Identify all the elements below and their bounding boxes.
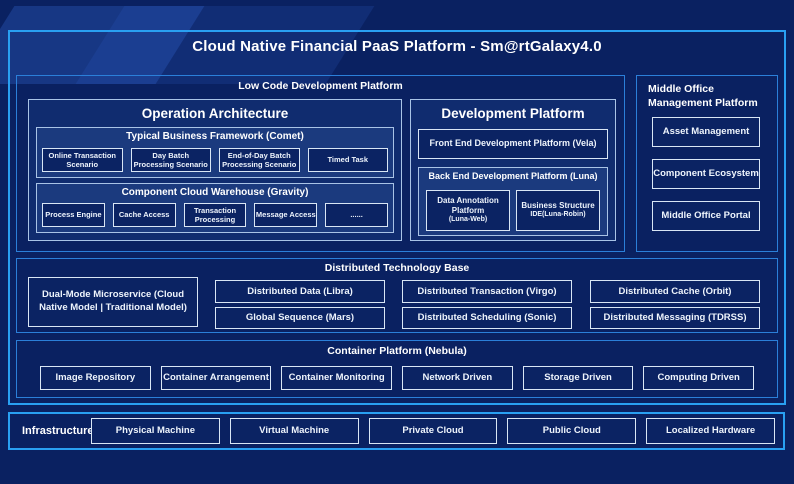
warehouse-item: Process Engine [42,203,105,227]
back-end-platform-title: Back End Development Platform (Luna) [428,171,598,181]
front-end-platform-box: Front End Development Platform (Vela) [418,129,608,159]
framework-item: Online Transaction Scenario [42,148,123,172]
distributed-item: Distributed Messaging (TDRSS) [590,307,760,329]
main-frame [8,30,786,405]
typical-business-framework-title: Typical Business Framework (Comet) [126,131,304,142]
development-platform-title: Development Platform [441,106,585,121]
infrastructure-label: Infrastructure [22,425,94,437]
infrastructure-box [8,412,785,450]
typical-business-framework-items: Online Transaction Scenario Day Batch Pr… [42,148,388,172]
infrastructure-item: Localized Hardware [646,418,775,444]
distributed-base-label: Distributed Technology Base [324,262,470,274]
distributed-item: Global Sequence (Mars) [215,307,385,329]
low-code-platform-label: Low Code Development Platform [238,80,403,92]
framework-item: End-of-Day Batch Processing Scenario [219,148,300,172]
container-platform-label: Container Platform (Nebula) [327,345,467,357]
container-item: Image Repository [40,366,151,390]
infrastructure-item: Private Cloud [368,418,498,444]
middle-office-label: Middle Office Management Platform [648,83,758,109]
container-item: Container Monitoring [281,366,393,390]
middle-office-box [636,75,778,252]
back-end-item-code: (Luna-Web) [448,216,488,224]
component-cloud-warehouse-title: Component Cloud Warehouse (Gravity) [121,187,309,198]
page-title: Cloud Native Financial PaaS Platform - S… [192,38,602,55]
distributed-base-box [16,258,778,333]
container-item: Network Driven [402,366,513,390]
framework-item: Timed Task [307,148,388,172]
middle-office-item: Asset Management [652,117,760,147]
operation-architecture-title: Operation Architecture [141,106,289,121]
distributed-item: Distributed Cache (Orbit) [590,280,760,303]
distributed-item: Distributed Data (Libra) [215,280,385,303]
container-item: Storage Driven [522,366,634,390]
warehouse-item: ...... [325,203,388,227]
container-platform-box [16,340,778,398]
back-end-item: Business Structure IDE(Luna-Robin) [516,190,600,231]
back-end-item-code: IDE(Luna-Robin) [530,211,586,219]
back-end-item: Data Annotation Platform (Luna-Web) [426,190,510,231]
low-code-platform-box [16,75,625,252]
component-cloud-warehouse-items: Process Engine Cache Access Transaction … [42,203,388,227]
distributed-item: Distributed Scheduling (Sonic) [402,307,572,329]
dual-mode-microservice-box: Dual-Mode Microservice (Cloud Native Mod… [28,277,198,327]
warehouse-item: Cache Access [112,203,176,227]
container-item: Container Arrangement [160,366,272,390]
infrastructure-item: Physical Machine [91,418,220,444]
infrastructure-items: Physical Machine Virtual Machine Private… [91,418,775,444]
warehouse-item: Message Access [254,203,318,227]
distributed-item: Distributed Transaction (Virgo) [402,280,572,303]
container-item: Computing Driven [643,366,755,390]
framework-item: Day Batch Processing Scenario [130,148,211,172]
middle-office-item: Middle Office Portal [652,201,760,231]
infrastructure-item: Virtual Machine [229,418,359,444]
back-end-item-name: Data Annotation Platform [437,196,499,216]
container-platform-items: Image Repository Container Arrangement C… [40,366,755,390]
warehouse-item: Transaction Processing [183,203,247,227]
back-end-item-name: Business Structure [521,201,595,211]
infrastructure-item: Public Cloud [507,418,637,444]
middle-office-item: Component Ecosystem [652,159,760,189]
